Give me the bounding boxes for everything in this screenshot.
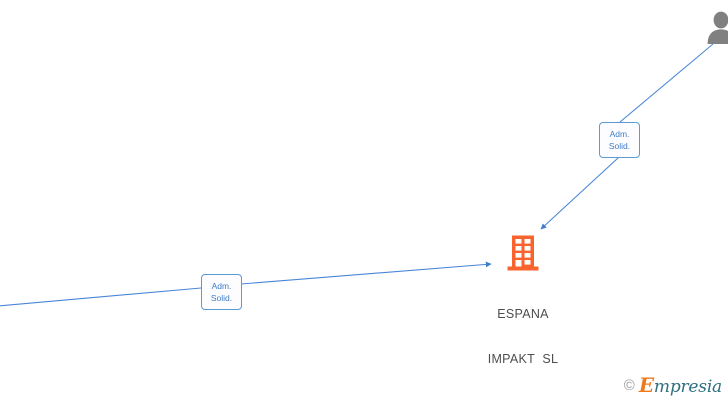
empresia-logo-rest: mpresia	[653, 377, 722, 397]
edge-label-adm-solid-bottom-left[interactable]: Adm. Solid.	[201, 274, 242, 310]
company-name-line-1: ESPANA	[497, 307, 549, 321]
edge-person-to-company-upper	[619, 43, 714, 123]
empresia-logo: Empresia	[639, 375, 722, 396]
company-node[interactable]: ESPANA IMPAKT SL	[448, 234, 598, 397]
edge-label-adm-solid-top-right[interactable]: Adm. Solid.	[599, 122, 640, 158]
edge-label-line-1: Adm.	[211, 281, 232, 291]
edge-label-line-2: Solid.	[608, 141, 631, 151]
edge-person-to-company-lower	[540, 157, 619, 230]
edge-offscreen-to-company-left	[0, 287, 202, 307]
company-name-line-2: IMPAKT SL	[487, 352, 559, 366]
edge-label-line-1: Adm.	[609, 129, 630, 139]
empresia-logo-initial: E	[638, 373, 654, 397]
edge-label-line-2: Solid.	[210, 293, 233, 303]
copyright-icon: ©	[623, 377, 635, 394]
company-name: ESPANA IMPAKT SL	[448, 277, 598, 397]
watermark: © Empresia	[624, 375, 722, 396]
person-avatar-icon[interactable]	[706, 10, 728, 44]
building-icon[interactable]	[505, 234, 541, 272]
edge-offscreen-to-company-right	[240, 261, 492, 285]
person-node[interactable]	[706, 10, 728, 46]
